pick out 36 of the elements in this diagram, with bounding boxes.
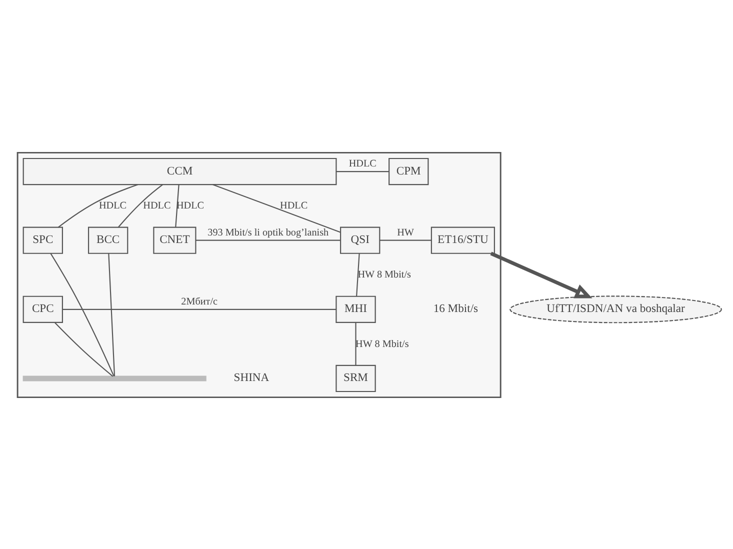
node-bar [22,375,206,381]
connector [54,322,114,376]
node-box: QSI [340,226,380,254]
node-box: ET16/STU [430,226,495,254]
connector [62,308,336,310]
node-box: CNET [153,226,196,254]
node-ellipse: UfTT/ISDN/AN va boshqalar [510,295,722,323]
edge-label: 2Мбит/с [181,296,218,307]
edge-label: HDLC [348,158,376,170]
arrow [490,251,592,298]
edge-label: HDLC [99,200,127,212]
node-box: CPM [388,157,429,185]
edge-label: HDLC [143,200,171,212]
edge-label: HDLC [280,200,308,212]
node-box: SPC [22,226,63,254]
connector [108,252,116,376]
connector [118,184,164,227]
edge-label: 393 Mbit/s li optik bog’lanish [208,226,329,238]
connector [212,184,341,232]
node-label: SHINA [234,370,270,384]
node-box: CCM [22,157,337,185]
connector [380,239,432,240]
label: 16 Mbit/s [433,302,478,315]
edge-label: HW [397,226,414,238]
cluster [16,151,502,398]
node-box: CPC [22,295,63,322]
connector [50,252,114,376]
connector [58,184,138,228]
node-box: SRM [336,364,376,392]
connector [196,239,340,240]
connector [356,252,360,296]
node-box: BCC [88,226,128,254]
connector [175,184,180,227]
connector [355,322,356,365]
node-box: MHI [336,295,376,322]
connector [336,170,390,172]
